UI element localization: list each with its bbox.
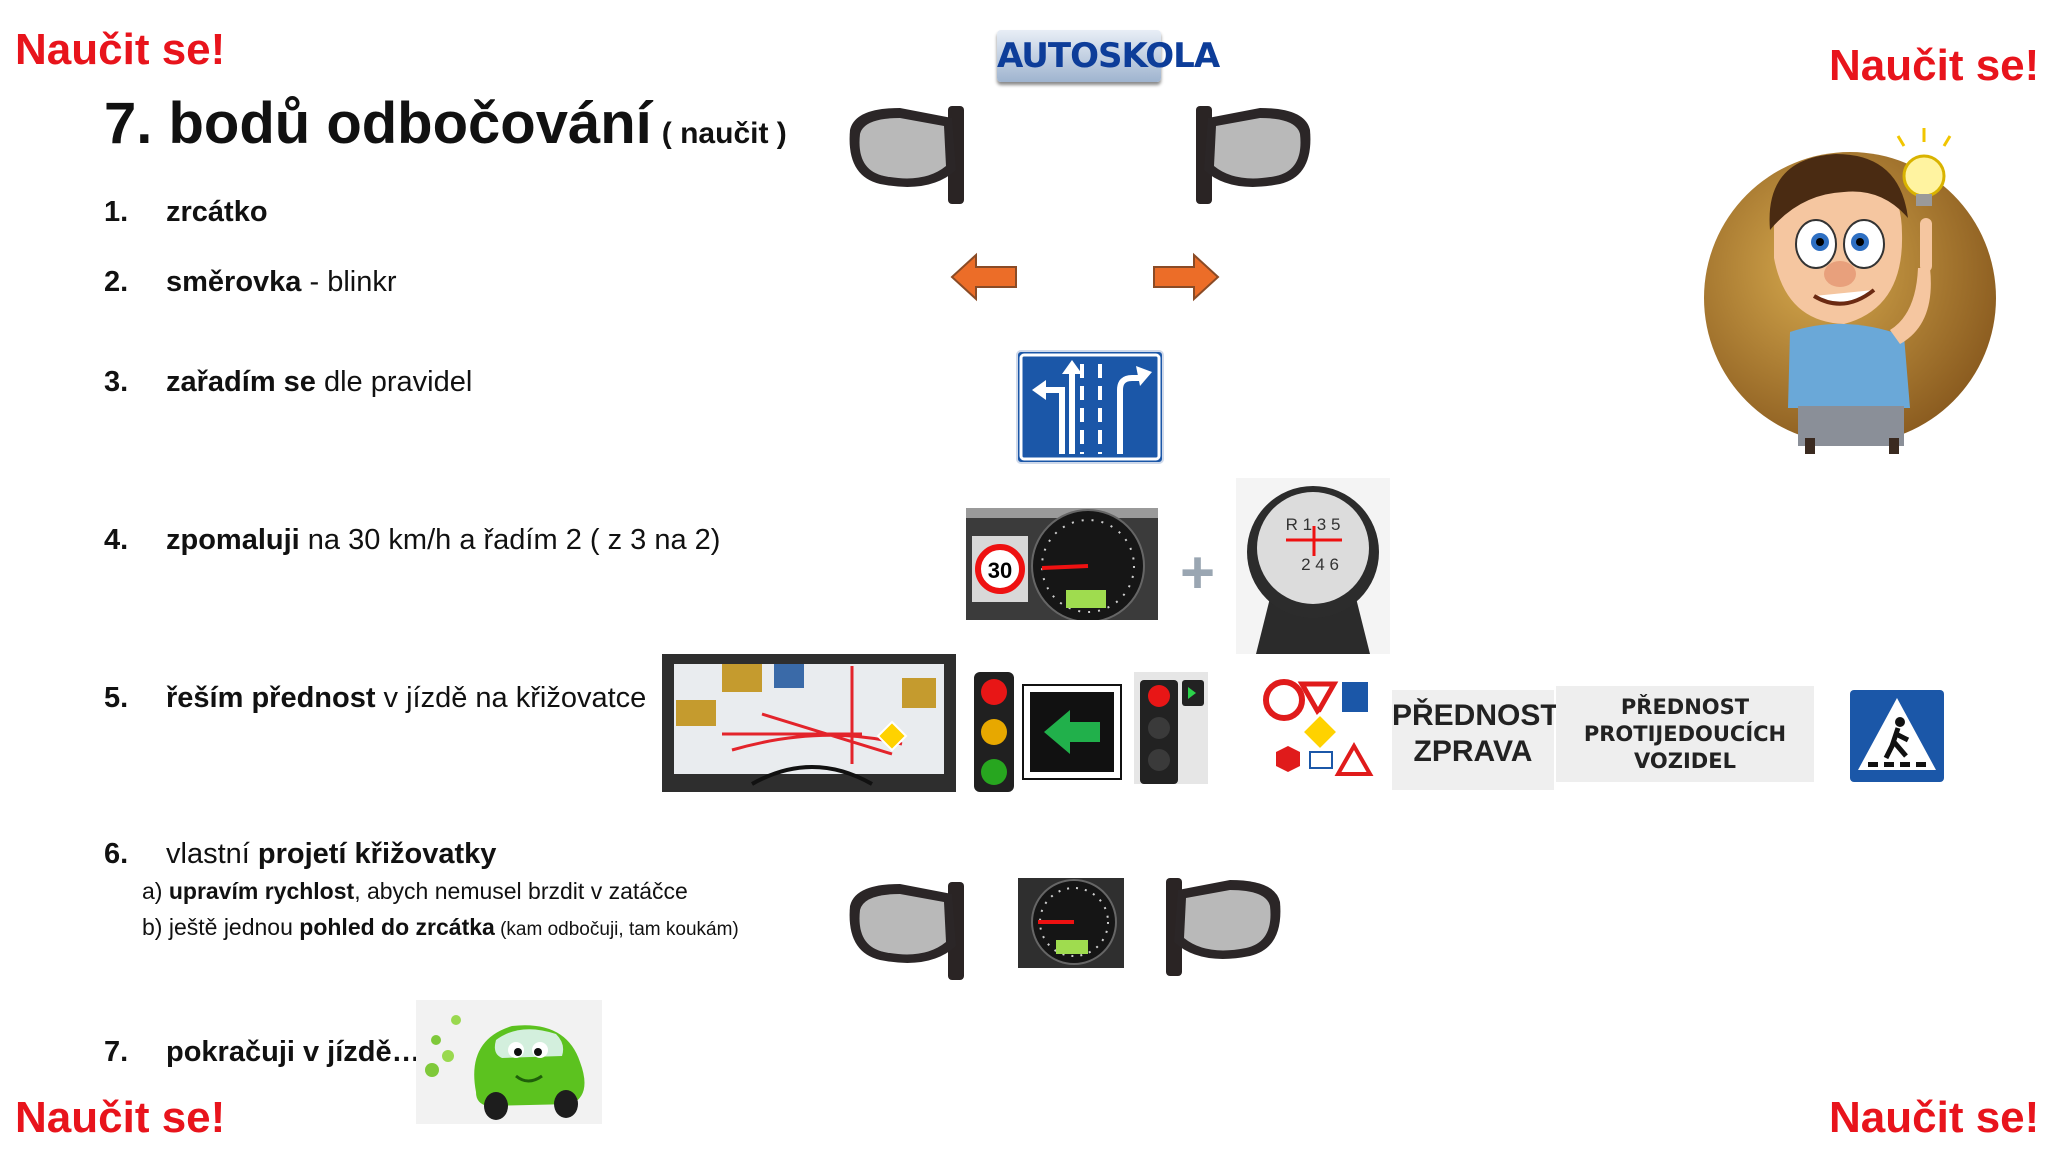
priority-oncoming-line3: VOZIDEL bbox=[1634, 749, 1736, 773]
priority-right-box: PŘEDNOST ZPRAVA bbox=[1392, 690, 1559, 790]
right-mirror-icon bbox=[1196, 106, 1311, 204]
step-text: na 30 km/h a řadím 2 ( z 3 na 2) bbox=[299, 524, 721, 556]
substep-text: , abych nemusel brzdit v zatáčce bbox=[354, 878, 688, 904]
gear-bottom-labels: 2 4 6 bbox=[1301, 555, 1339, 574]
priority-signs-icon bbox=[1263, 679, 1374, 776]
step-text: v jízdě na křižovatce bbox=[375, 682, 647, 714]
step-bold-text: směrovka bbox=[166, 266, 302, 298]
step-number: 7. bbox=[104, 1036, 129, 1068]
step-number: 5. bbox=[104, 682, 129, 714]
title-main: 7. bodů odbočování bbox=[104, 91, 652, 156]
gear-knob-icon: R 1 3 5 2 4 6 bbox=[1236, 478, 1390, 654]
step-number: 2. bbox=[104, 266, 129, 298]
speedometer-icon: 30 bbox=[966, 508, 1158, 620]
step-number: 3. bbox=[104, 366, 129, 398]
priority-oncoming-line2: PROTIJEDOUCÍCH bbox=[1583, 722, 1787, 746]
gear-top-labels: R 1 3 5 bbox=[1286, 515, 1341, 534]
substep-label: a) bbox=[142, 878, 163, 904]
speedometer-icon bbox=[1018, 878, 1124, 968]
priority-right-line2: ZPRAVA bbox=[1413, 735, 1533, 768]
step-bold-text: projetí křižovatky bbox=[257, 838, 497, 870]
step-bold-text: řeším přednost bbox=[166, 682, 376, 714]
step-text: dle pravidel bbox=[315, 366, 473, 398]
left-mirror-icon bbox=[849, 882, 964, 980]
intersection-diagram-icon bbox=[662, 654, 956, 792]
speed-sign-text: 30 bbox=[988, 558, 1012, 583]
green-car-icon bbox=[416, 1000, 602, 1124]
substep-b: b) ještě jednou pohled do zrcátka (kam o… bbox=[142, 914, 739, 941]
step-bold-text: zpomaluji bbox=[166, 524, 300, 556]
step-text: - blinkr bbox=[301, 266, 397, 298]
right-signal-arrow-icon bbox=[1153, 252, 1220, 302]
title-note: ( naučit ) bbox=[661, 117, 787, 150]
step-bold-text: zrcátko bbox=[166, 196, 268, 228]
traffic-light-arrow-icon bbox=[1134, 672, 1208, 784]
corner-label-top-right: Naučit se! bbox=[1829, 41, 2040, 90]
lane-sign-icon bbox=[1016, 350, 1164, 464]
green-arrow-signal-icon bbox=[1022, 684, 1122, 780]
substep-label: b) bbox=[142, 914, 163, 940]
priority-oncoming-box: PŘEDNOST PROTIJEDOUCÍCH VOZIDEL bbox=[1556, 686, 1814, 782]
substep-text: ještě jednou bbox=[168, 914, 300, 940]
corner-label-top-left: Naučit se! bbox=[15, 25, 226, 74]
substep-note: (kam odbočuji, tam koukám) bbox=[494, 919, 739, 940]
step-text: vlastní bbox=[166, 838, 258, 870]
right-mirror-icon bbox=[1166, 878, 1281, 976]
corner-label-bottom-right: Naučit se! bbox=[1829, 1093, 2040, 1142]
autoskola-logo: AUTOSKOLA bbox=[997, 30, 1220, 82]
left-mirror-icon bbox=[849, 106, 964, 204]
step-number: 1. bbox=[104, 196, 129, 228]
corner-label-bottom-left: Naučit se! bbox=[15, 1093, 226, 1142]
priority-right-line1: PŘEDNOST bbox=[1392, 699, 1559, 732]
pedestrian-crossing-icon bbox=[1850, 690, 1944, 782]
traffic-light-icon bbox=[974, 672, 1014, 792]
priority-oncoming-line1: PŘEDNOST bbox=[1620, 695, 1750, 719]
substep-bold-text: upravím rychlost bbox=[168, 878, 355, 904]
page-title: 7. bodů odbočování ( naučit ) bbox=[104, 90, 787, 157]
step-number: 6. bbox=[104, 838, 129, 870]
left-signal-arrow-icon bbox=[950, 252, 1017, 302]
substep-bold-text: pohled do zrcátka bbox=[299, 914, 495, 940]
step-bold-text: zařadím se bbox=[166, 366, 316, 398]
substep-a: a) upravím rychlost, abych nemusel brzdi… bbox=[142, 878, 688, 905]
step-number: 4. bbox=[104, 524, 129, 556]
cartoon-man-idea-icon bbox=[1704, 128, 1996, 454]
plus-sign: + bbox=[1180, 539, 1216, 606]
step-bold-text: pokračuji v jízdě… bbox=[166, 1036, 421, 1068]
